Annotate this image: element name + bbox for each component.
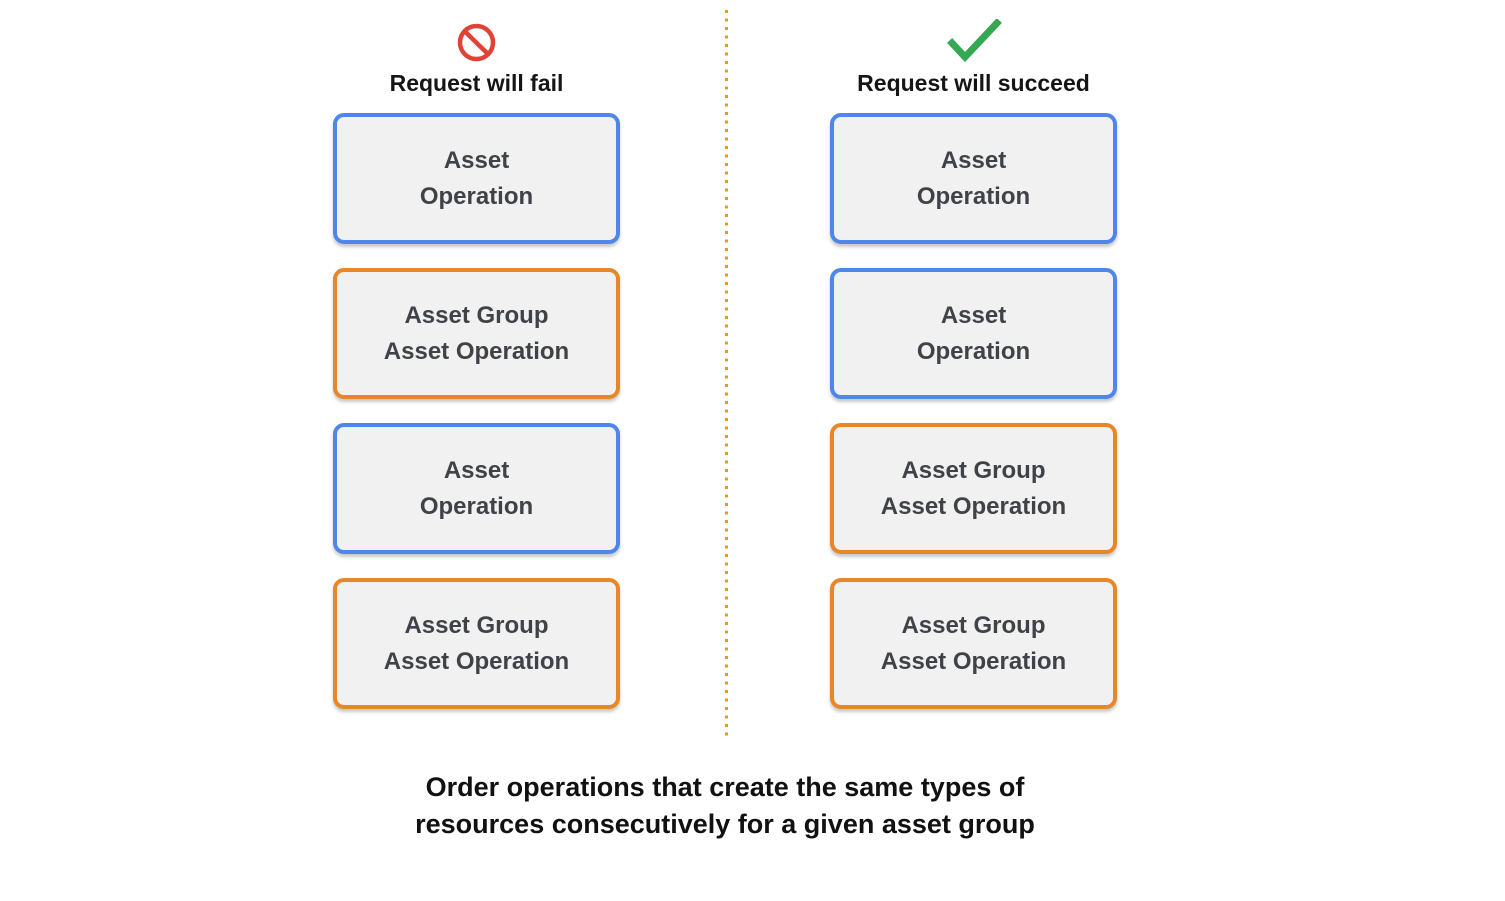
fail-box-1-label: Asset Operation — [419, 146, 534, 210]
succeed-box-1: Asset Operation — [830, 113, 1117, 244]
succeed-box-4: Asset Group Asset Operation — [830, 578, 1117, 709]
fail-box-2-label: Asset Group Asset Operation — [383, 301, 570, 365]
fail-box-3-label: Asset Operation — [419, 456, 534, 520]
succeed-box-2: Asset Operation — [830, 268, 1117, 399]
fail-box-4: Asset Group Asset Operation — [333, 578, 620, 709]
fail-box-2: Asset Group Asset Operation — [333, 268, 620, 399]
fail-column: Request will fail Asset Operation Asset … — [333, 20, 620, 733]
fail-boxes: Asset Operation Asset Group Asset Operat… — [333, 113, 620, 709]
fail-box-3: Asset Operation — [333, 423, 620, 554]
succeed-title: Request will succeed — [857, 70, 1090, 96]
checkmark-icon — [946, 19, 1002, 63]
succeed-icon-wrap — [830, 19, 1117, 64]
fail-icon-wrap — [333, 20, 620, 64]
succeed-box-3-label: Asset Group Asset Operation — [880, 456, 1067, 520]
caption: Order operations that create the same ty… — [415, 772, 1035, 839]
succeed-box-1-label: Asset Operation — [916, 146, 1031, 210]
fail-box-1: Asset Operation — [333, 113, 620, 244]
succeed-box-2-label: Asset Operation — [916, 301, 1031, 365]
succeed-column: Request will succeed Asset Operation Ass… — [830, 19, 1117, 733]
divider-dotted-line — [725, 10, 728, 736]
fail-box-4-label: Asset Group Asset Operation — [383, 611, 570, 675]
fail-title: Request will fail — [389, 70, 564, 96]
succeed-box-3: Asset Group Asset Operation — [830, 423, 1117, 554]
succeed-box-4-label: Asset Group Asset Operation — [880, 611, 1067, 675]
prohibition-icon — [457, 23, 496, 61]
succeed-boxes: Asset Operation Asset Operation Asset Gr… — [830, 113, 1117, 709]
